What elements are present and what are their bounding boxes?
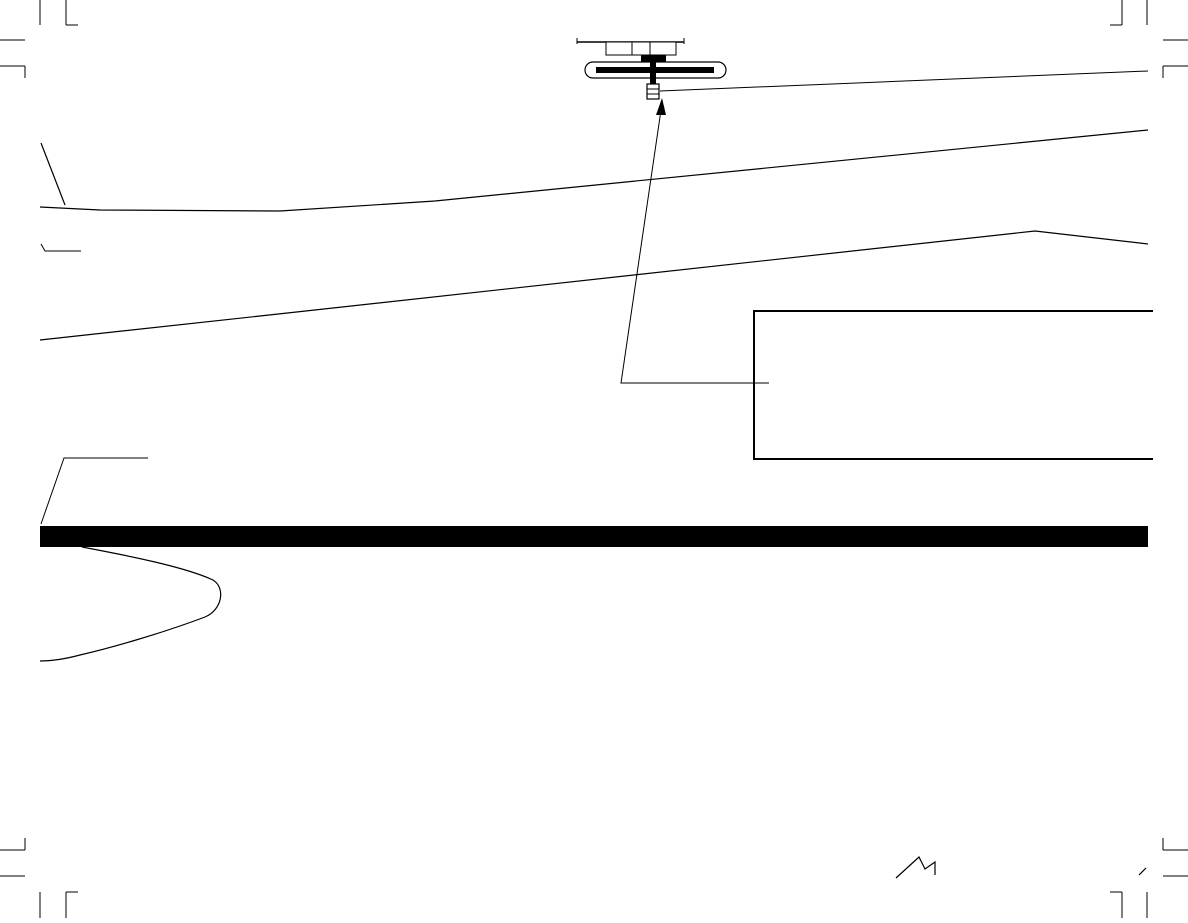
corner-tick bbox=[1138, 867, 1147, 876]
corner-glyph bbox=[895, 856, 936, 879]
leader-arrow bbox=[620, 98, 769, 384]
nose-contour bbox=[39, 546, 222, 662]
black-strip bbox=[40, 526, 1148, 547]
tail-tip-line bbox=[40, 243, 81, 252]
pushrod-line bbox=[659, 70, 1149, 92]
tail-edge-line bbox=[40, 142, 66, 206]
fuselage-bottom-outline bbox=[39, 230, 1149, 341]
strip-leader-line bbox=[40, 457, 148, 525]
callout-box bbox=[753, 310, 1153, 460]
control-horn bbox=[576, 38, 727, 100]
fuselage-top-outline bbox=[39, 129, 1149, 212]
